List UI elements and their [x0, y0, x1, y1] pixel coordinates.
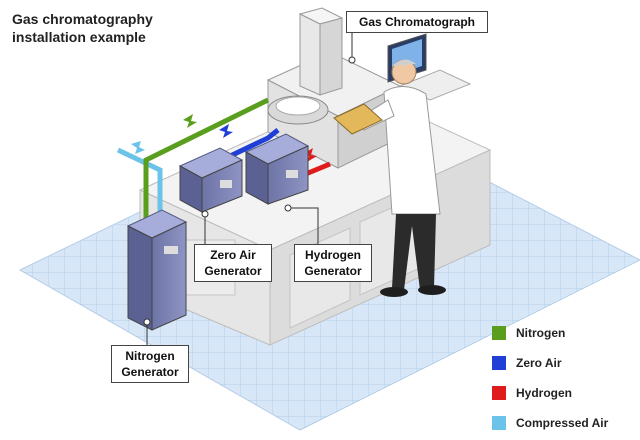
nitrogen-generator-label: Nitrogen Generator: [111, 345, 189, 383]
legend-swatch-zero-air: [492, 356, 506, 370]
diagram-title: Gas chromatography installation example: [12, 10, 153, 46]
legend-label-compressed-air: Compressed Air: [516, 416, 609, 430]
nitrogen-arrow-icon: [183, 114, 197, 128]
legend-label-hydrogen: Hydrogen: [516, 386, 573, 400]
zero-air-generator-unit: [178, 147, 244, 213]
zero-air-generator-label-line-1: Zero Air: [210, 248, 256, 262]
legend-swatch-nitrogen: [492, 326, 506, 340]
nitrogen-line: [143, 97, 270, 220]
nitrogen-generator-label-line-1: Nitrogen: [125, 349, 175, 363]
compressed-air-line: [116, 147, 163, 220]
legend-swatch-hydrogen: [492, 386, 506, 400]
hydrogen-arrow-icon: [303, 148, 317, 162]
hydrogen-generator-label: Hydrogen Generator: [294, 244, 372, 282]
hydrogen-generator-label-line-2: Generator: [304, 264, 362, 278]
legend-label-zero-air: Zero Air: [516, 356, 562, 370]
nitrogen-generator-label-line-2: Generator: [121, 365, 179, 379]
legend-item-compressed-air: Compressed Air: [492, 408, 608, 438]
zero-air-generator-label: Zero Air Generator: [194, 244, 272, 282]
hydrogen-generator-label-line-1: Hydrogen: [304, 248, 361, 262]
scientist-figure: [333, 59, 446, 297]
diagram-title-line-2: installation example: [12, 29, 146, 45]
legend-item-nitrogen: Nitrogen: [492, 318, 608, 348]
legend-item-zero-air: Zero Air: [492, 348, 608, 378]
zero-air-arrow-icon: [219, 124, 233, 138]
legend-swatch-compressed-air: [492, 416, 506, 430]
gas-chromatograph-label: Gas Chromatograph: [346, 11, 488, 33]
nitrogen-generator-unit: [126, 209, 188, 331]
zero-air-generator-label-line-2: Generator: [204, 264, 262, 278]
diagram-title-line-1: Gas chromatography: [12, 11, 153, 27]
hydrogen-generator-unit: [244, 133, 310, 205]
legend: Nitrogen Zero Air Hydrogen Compressed Ai…: [492, 318, 608, 438]
legend-item-hydrogen: Hydrogen: [492, 378, 608, 408]
gas-chromatograph-label-text: Gas Chromatograph: [358, 15, 475, 29]
legend-label-nitrogen: Nitrogen: [516, 326, 566, 340]
compressed-air-arrow-icon: [131, 141, 145, 154]
